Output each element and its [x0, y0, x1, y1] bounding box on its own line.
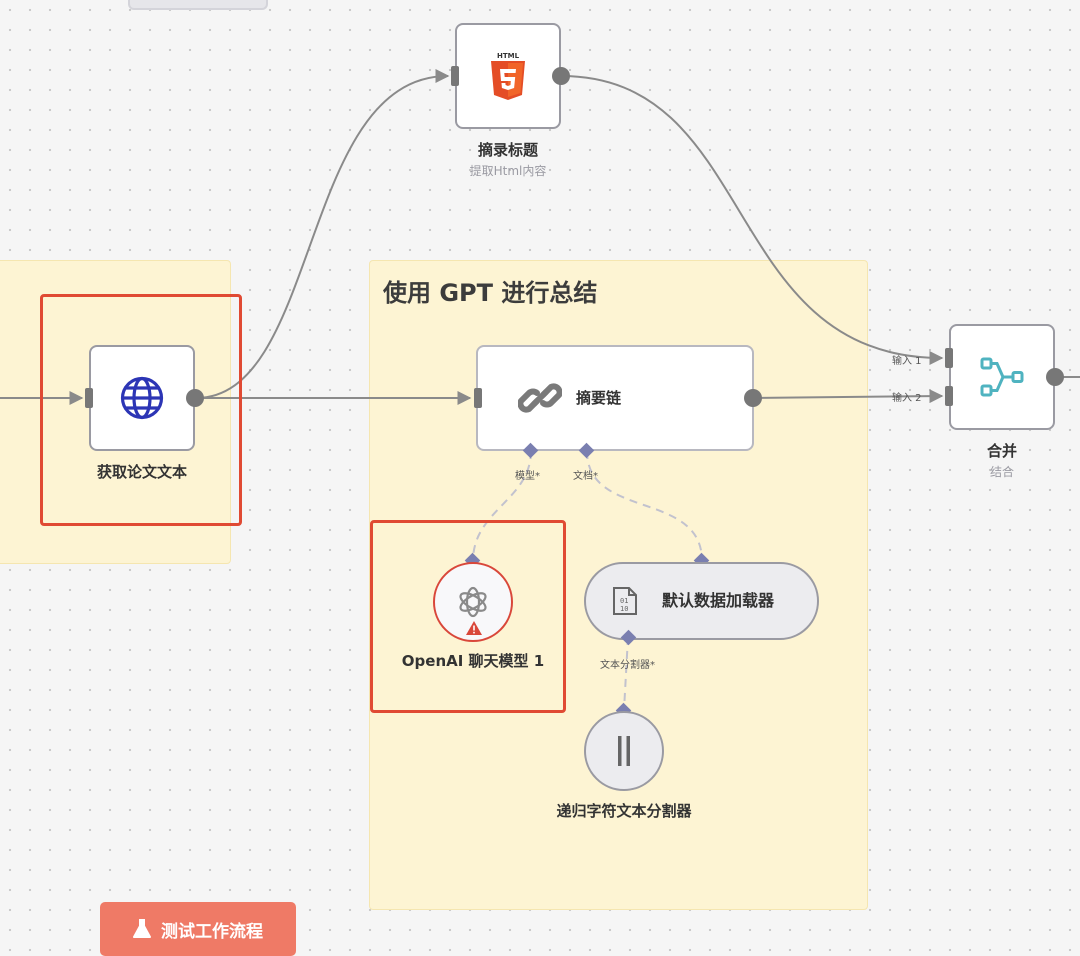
fetch-node-label: 获取论文文本	[96, 463, 187, 481]
openai-icon	[459, 586, 487, 618]
default-data-loader-node[interactable]: 01 10 默认数据加载器	[584, 562, 819, 640]
summary-chain-input-port[interactable]	[474, 388, 482, 408]
connection-chain-merge	[751, 389, 944, 404]
merge-input1-label: 输入 1	[892, 356, 922, 367]
svg-text:HTML: HTML	[497, 52, 520, 60]
svg-text:01: 01	[620, 597, 628, 605]
connection-text-splitter	[623, 636, 629, 711]
summary-chain-output-port[interactable]	[744, 389, 762, 407]
openai-chat-model-node[interactable]	[433, 562, 513, 642]
html-node-output-port[interactable]	[552, 67, 570, 85]
file-binary-icon: 01 10	[613, 587, 637, 615]
openai-node-label: OpenAI 聊天模型 1	[401, 652, 545, 670]
merge-node-subtitle: 结合	[989, 465, 1014, 479]
html-node-subtitle: 提取Html内容	[469, 164, 547, 178]
html-node[interactable]: HTML	[455, 23, 561, 129]
merge-output-port[interactable]	[1046, 368, 1064, 386]
connection-model	[472, 450, 532, 562]
test-workflow-button[interactable]: 测试工作流程	[100, 902, 296, 956]
splitter-node-label: 递归字符文本分割器	[556, 802, 692, 820]
test-workflow-label: 测试工作流程	[161, 921, 263, 942]
connection-document	[586, 450, 703, 562]
top-partial-panel	[128, 0, 268, 10]
merge-input1-port[interactable]	[945, 348, 953, 368]
loader-node-label: 默认数据加载器	[662, 591, 775, 610]
html-node-label: 摘录标题	[477, 141, 538, 159]
text-splitter-port-label: 文本分割器*	[600, 660, 655, 671]
fetch-node-output-port[interactable]	[186, 389, 204, 407]
fetch-paper-node[interactable]	[89, 345, 195, 451]
merge-input2-port[interactable]	[945, 386, 953, 406]
merge-icon	[980, 357, 1024, 397]
summary-chain-label: 摘要链	[576, 389, 622, 407]
model-port-label: 模型*	[515, 471, 540, 482]
fetch-node-input-port[interactable]	[85, 388, 93, 408]
link-icon	[518, 383, 562, 413]
svg-text:10: 10	[620, 605, 628, 613]
pause-bars-icon	[618, 736, 630, 766]
html5-icon: HTML	[491, 52, 525, 100]
selection-box-openai	[370, 520, 566, 713]
merge-node-label: 合并	[986, 442, 1017, 460]
summary-chain-node[interactable]: 摘要链	[476, 345, 754, 451]
document-port-label: 文档*	[573, 471, 598, 482]
selection-box-fetch	[40, 294, 242, 526]
html-node-input-port[interactable]	[451, 66, 459, 86]
warning-icon	[466, 621, 482, 635]
recursive-text-splitter-node[interactable]	[584, 711, 664, 791]
merge-input2-label: 输入 2	[892, 393, 922, 404]
sticky-note-title: 使用 GPT 进行总结	[383, 279, 598, 307]
connection-html-merge	[560, 75, 944, 365]
flask-icon	[133, 919, 151, 938]
globe-icon	[120, 376, 164, 420]
merge-node[interactable]	[949, 324, 1055, 430]
